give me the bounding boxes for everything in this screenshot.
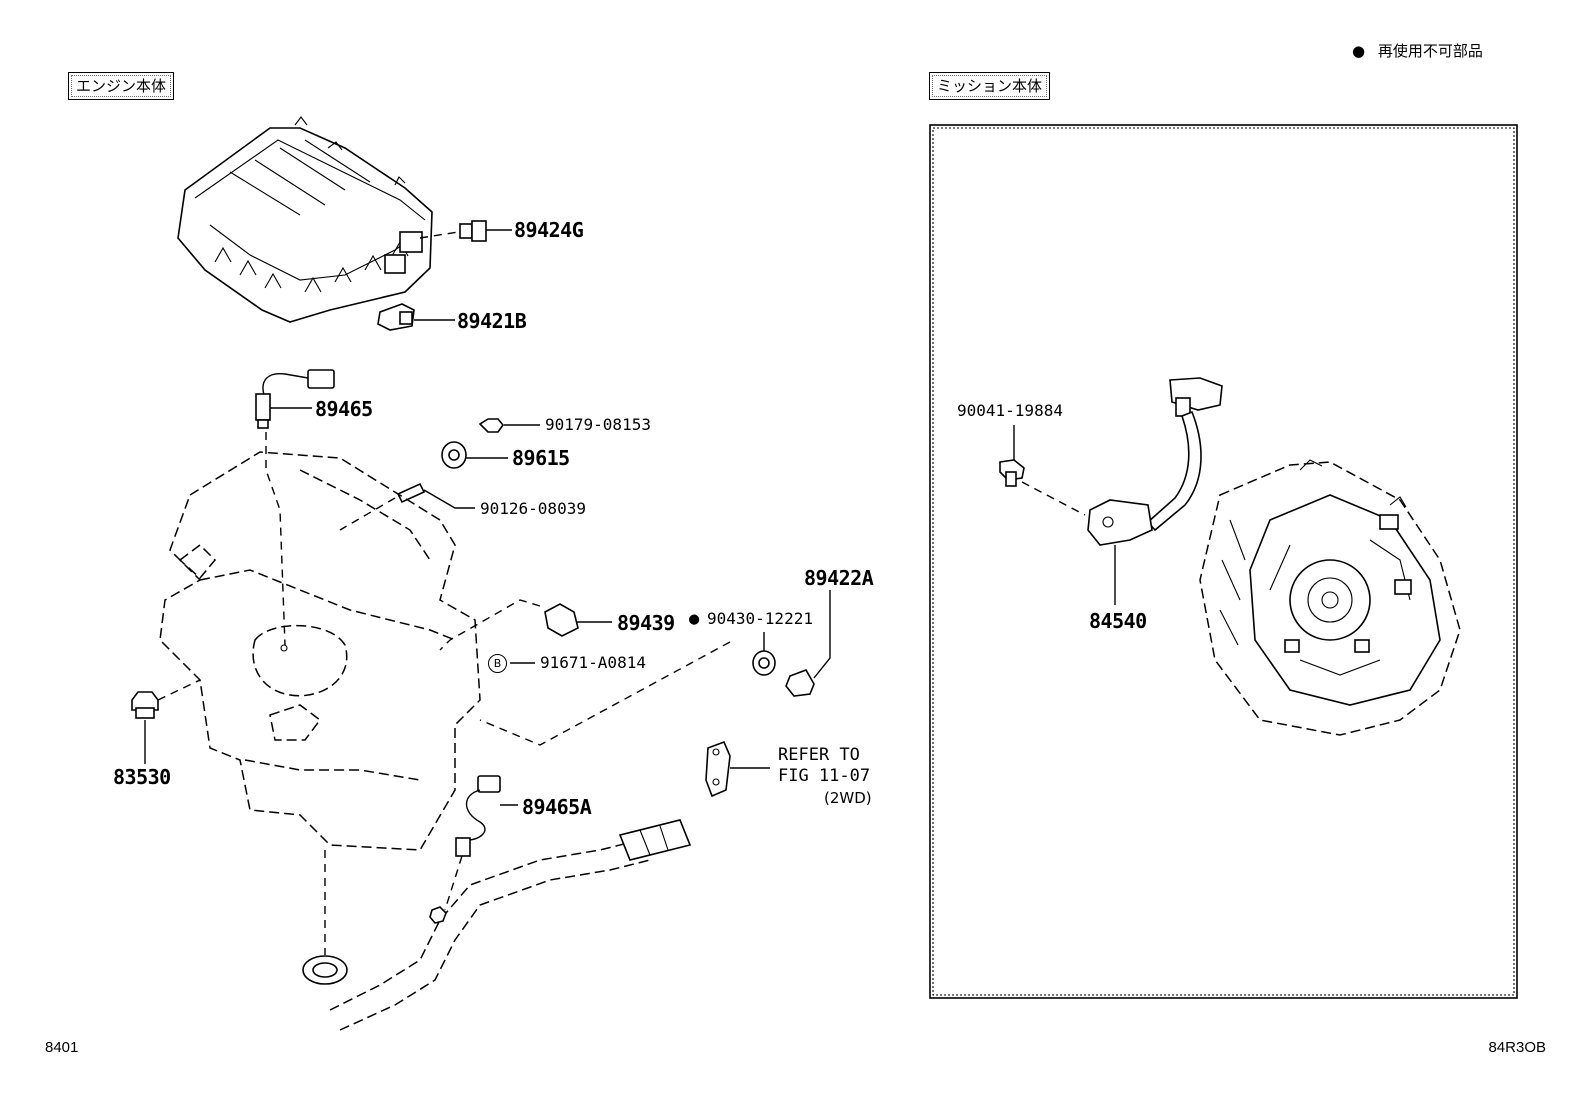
oil-pressure-switch-83530-illustration: [131, 679, 201, 764]
part-90430-12221[interactable]: 90430-12221: [707, 609, 813, 628]
part-89439[interactable]: 89439: [617, 611, 675, 635]
legend-bullet: ●: [1352, 42, 1366, 60]
oxygen-sensor-89465A-illustration: [444, 775, 518, 911]
part-89421B[interactable]: 89421B: [457, 309, 527, 333]
engine-block-illustration: [159, 451, 481, 851]
refer-line-3: (2WD): [824, 789, 872, 807]
refer-line-1: REFER TO: [778, 745, 860, 765]
non-reusable-bullet: ●: [689, 609, 700, 629]
sensor-89421B-illustration: [377, 303, 455, 331]
part-89465[interactable]: 89465: [315, 397, 373, 421]
leader-89465-dashed: [265, 432, 286, 646]
refer-line-2[interactable]: FIG 11-07: [778, 766, 871, 786]
switch-84540-illustration: [1087, 377, 1223, 605]
part-90430-row: ●: [689, 609, 699, 629]
part-90126-08039[interactable]: 90126-08039: [480, 499, 586, 518]
bolt-90041-illustration: [999, 425, 1086, 516]
sensor-89424G-illustration: [419, 220, 512, 242]
part-83530[interactable]: 83530: [113, 765, 171, 789]
section-label-transmission: ミッション本体: [929, 72, 1051, 100]
knock-sensor-set-illustration: [339, 418, 540, 531]
part-90041-19884[interactable]: 90041-19884: [957, 401, 1063, 420]
part-89422A[interactable]: 89422A: [804, 566, 874, 590]
legend-text: 再使用不可部品: [1377, 42, 1483, 60]
footer-figure-code: 84R3OB: [1488, 1039, 1546, 1056]
part-84540[interactable]: 84540: [1089, 609, 1147, 633]
oxygen-sensor-89465-illustration: [255, 369, 335, 429]
part-89465A[interactable]: 89465A: [522, 795, 592, 819]
footer-figure-number: 8401: [45, 1039, 79, 1056]
part-89615[interactable]: 89615: [512, 446, 570, 470]
circled-b-marker: B: [488, 654, 507, 673]
engine-cover-illustration: [177, 116, 433, 323]
temp-sensor-89422A-illustration: [479, 590, 831, 746]
part-91671-A0814[interactable]: 91671-A0814: [540, 653, 646, 672]
part-89424G[interactable]: 89424G: [514, 218, 584, 242]
section-label-engine: エンジン本体: [68, 72, 175, 100]
bracket-refer-illustration: [705, 740, 770, 798]
transmission-panel: [929, 124, 1518, 999]
legend: ● 再使用不可部品: [1352, 40, 1483, 61]
sensor-89439-illustration: [439, 599, 612, 664]
part-90179-08153[interactable]: 90179-08153: [545, 415, 651, 434]
exhaust-pipe-illustration: [302, 819, 692, 1031]
transmission-housing-illustration: [1199, 459, 1461, 736]
